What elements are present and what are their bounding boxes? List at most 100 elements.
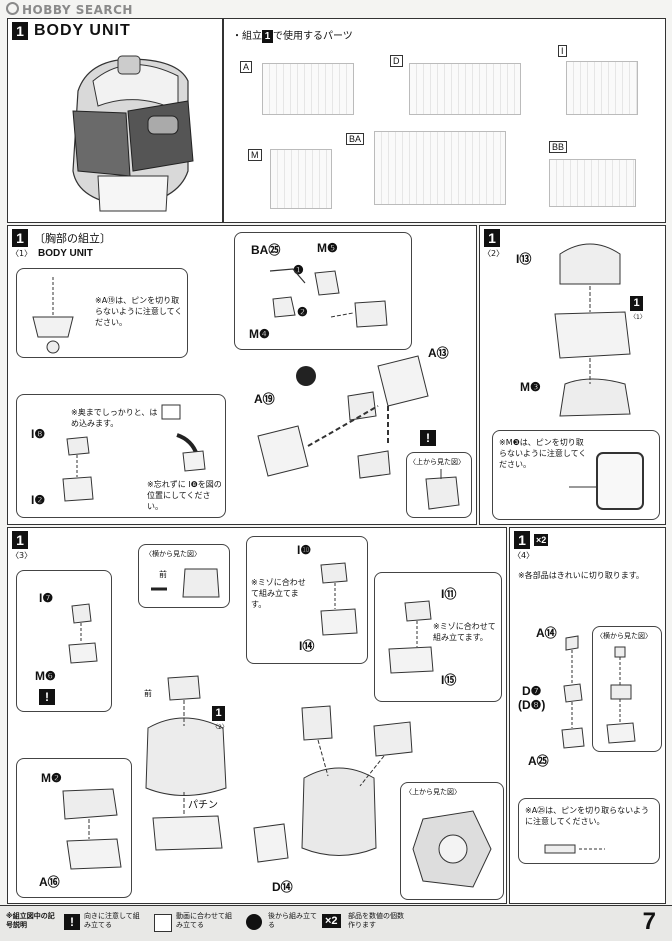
runner-tag-m: M [248,149,262,161]
step4-side-view-label: 〈横から見た図〉 [596,632,652,640]
step1-title-jp: 〔胸部の組立〕 [34,232,111,245]
step4-pin-part [544,844,605,854]
step2-number: 1 [484,229,500,247]
body-unit-title-panel: 1 BODY UNIT [7,18,223,223]
section-number: 1 [12,22,28,40]
step1-pin-note: ※A⑲は、ピンを切り取らないように注意してください。 [95,296,183,327]
step4-number: 1 [514,531,530,549]
step1-i8-parts [62,404,206,502]
step1-sub: 〈1〉 [11,249,33,258]
step3-groove-note-2: ※ミゾに合わせて組み立てます。 [433,622,496,642]
step2-ref-number: 1 [630,296,643,311]
orientation-warning-icon: ! [420,430,436,446]
label-i7: I❼ [39,591,54,605]
label-d7: D❼ [522,684,542,698]
step2-sub: 〈2〉 [483,249,505,258]
logo-icon [6,2,19,15]
runner-tag-bb: BB [549,141,568,153]
legend-item-count: 部品を数値の個数作ります [348,912,404,929]
step2-ref-sub: 〈1〉 [630,314,646,321]
label-i13: I⑬ [516,252,532,266]
step3-top-view-label: 〈上から見た図〉 [405,788,461,796]
runner-tag-d: D [390,55,403,67]
label-ba25: BA㉕ [251,243,281,257]
step1-chest-assembly [257,355,429,479]
step2-pin-note: ※M❸は、ピンを切り取らないように注意してください。 [499,438,587,469]
step3-i10-bubble: I❿ I⑭ ※ミゾに合わせて組み立てます。 [246,536,368,664]
legend-x2-icon: ×2 [322,914,341,928]
step4-side-view-parts [606,646,636,744]
legend-video-icon [154,914,172,932]
step1-top-view-bubble: 〈上から見た図〉 [406,452,472,518]
runner-bb-sprue [549,159,636,207]
step3-panel: 1 〈3〉 I❼ M❻ ! 〈横から見た図〉 前 前 [7,527,507,904]
label-a19: A⑲ [254,392,275,406]
step3-i11-bubble: I⑪ I⑮ ※ミゾに合わせて組み立てます。 [374,572,502,702]
step3-i7-parts [68,603,98,664]
label-d8: (D❽) [518,698,546,712]
step3-warning-icon: ! [39,689,55,705]
label-a14: A⑭ [536,626,557,640]
arrow-1: ❶ [293,263,304,277]
step3-pachin: パチン [188,800,218,811]
step1-position-note: ※忘れずに I❽を図の位置にしてください。 [147,480,222,511]
step2-pin-part [569,452,644,510]
step2-pin-note-bubble: ※M❸は、ピンを切り取らないように注意してください。 [492,430,660,520]
runner-i-sprue [566,61,638,115]
legend-item-later: 後から組み立てる [268,912,317,929]
label-i11: I⑪ [441,587,457,601]
step1-bam-parts [269,268,388,328]
label-i10: I❿ [297,543,312,557]
step2-panel: 1 〈2〉 I⑬ M❸ 1 〈1〉 ※M❸は、ピンを切り取らないように注意してく… [479,225,666,525]
label-i14: I⑭ [299,639,315,653]
label-m4: M❹ [249,327,270,341]
legend-orientation-icon: ! [64,914,80,930]
step4-side-view-bubble: 〈横から見た図〉 [592,626,662,752]
step3-torso-assembly [145,675,227,851]
runner-tag-i: I [558,45,567,57]
step2-assembly [554,243,631,417]
step1-insert-note: ※奥までしっかりと、はめ込みます。 [71,408,158,428]
label-a16: A⑯ [39,875,60,889]
label-d14: D⑭ [272,880,293,894]
legend-footer: ※組立図中の記号説明 ! 向きに注意して組み立てる 動画に合わせて組み立てる 後… [0,905,672,941]
runner-ba-sprue [374,131,506,205]
step1-title-en: BODY UNIT [38,248,93,259]
step1-pin-part [32,277,74,354]
step3-number: 1 [12,531,28,549]
page-number: 7 [642,908,656,935]
step3-i7-bubble: I❼ M❻ ! [16,570,112,712]
step3-sub: 〈3〉 [11,551,33,560]
step3-ref-number: 1 [212,706,225,721]
label-a13: A⑬ [428,346,449,360]
runner-m-sprue [270,149,332,209]
label-i2: I❷ [31,493,46,507]
top-view-part [425,469,460,510]
step3-lower-torso [253,705,413,863]
step3-front-label: 前 [159,570,167,579]
runner-a-sprue [262,63,354,115]
step3-front-label-2: 前 [144,689,152,698]
step4-parts [561,635,585,749]
legend-item-orientation: 向きに注意して組み立てる [84,912,140,929]
top-view-torso [412,810,492,888]
watermark-bar: HOBBY SEARCH [0,0,672,18]
runner-tag-a: A [240,61,253,73]
step1-top-view-label: 〈上から見た図〉 [409,458,465,466]
hobby-search-logo: HOBBY SEARCH [6,2,133,17]
label-a25: A㉕ [528,754,549,768]
step3-m2-bubble: M❷ A⑯ [16,758,132,898]
label-m6: M❻ [35,669,56,683]
step1-panel: 1 〈1〉 〔胸部の組立〕 BODY UNIT ※A⑲は、ピンを切り取らないよう… [7,225,477,525]
step4-pin-note-bubble: ※A㉕は、ピンを切り取らないように注意してください。 [518,798,660,864]
step3-m2-parts [62,788,122,870]
step1-ba-m-bubble: BA㉕ M❺ M❹ ❶ ❷ [234,232,412,350]
label-i8: I❽ [31,427,46,441]
step4-pin-note: ※A㉕は、ピンを切り取らないように注意してください。 [525,806,650,826]
section-title: BODY UNIT [34,22,131,39]
step1-pin-note-bubble: ※A⑲は、ピンを切り取らないように注意してください。 [16,268,188,358]
step4-cut-note: ※各部品はきれいに切り取ります。 [518,571,644,580]
